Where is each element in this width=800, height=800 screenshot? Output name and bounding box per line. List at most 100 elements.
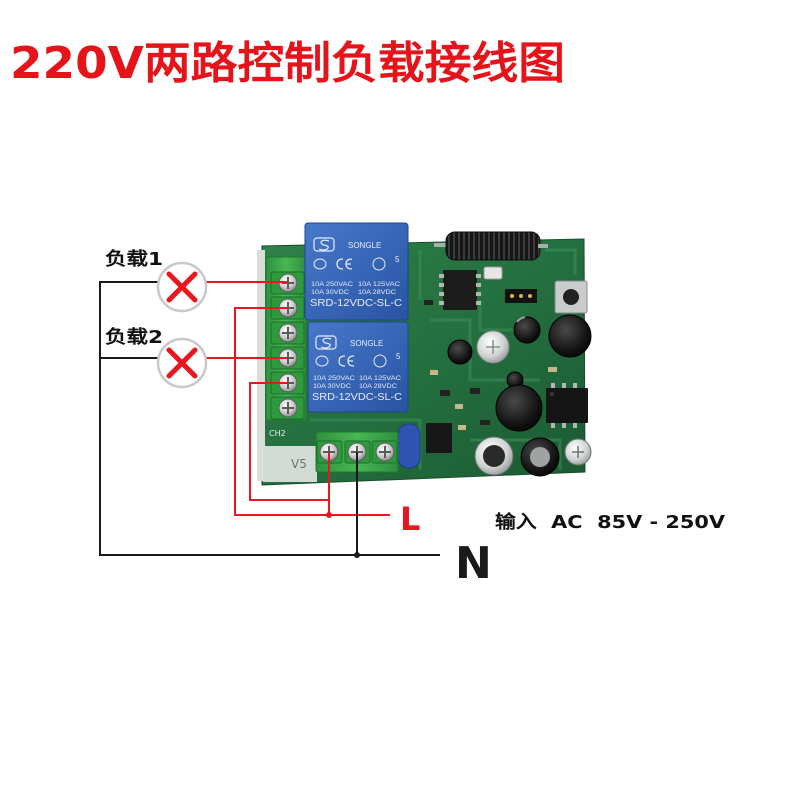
silkscreen-version-label: V5 xyxy=(291,457,307,471)
relay-rating-ac-2: 10A 125VAC xyxy=(358,281,400,288)
trace xyxy=(545,248,577,275)
ul-mark-icon xyxy=(372,257,386,271)
relay-logo-icon xyxy=(315,335,337,350)
smd-part xyxy=(480,420,490,425)
capacitor-vent xyxy=(572,446,584,458)
load-1-label: 负载1 xyxy=(105,248,163,270)
silkscreen-channel-label: CH2 xyxy=(269,429,286,438)
board-edge-strip xyxy=(257,250,265,481)
load-2-label: 负载2 xyxy=(105,326,163,348)
relay-module-board: CH2 V5 SONGLE 5 10A 250VAC 10A 125VAC 10… xyxy=(257,222,592,486)
cqc-mark-icon xyxy=(313,258,327,270)
relay-1: SONGLE 5 10A 250VAC 10A 125VAC 10A 30VDC… xyxy=(304,222,409,321)
relay-2: SONGLE 5 10A 250VAC 10A 125VAC 10A 30VDC… xyxy=(307,321,409,413)
terminal-position xyxy=(270,396,305,420)
header-pin xyxy=(510,294,514,298)
terminal-position xyxy=(270,321,305,345)
smd-part xyxy=(470,388,480,394)
cqc-mark-icon xyxy=(315,355,329,367)
antenna-coil xyxy=(434,231,548,261)
power-ic xyxy=(546,383,588,428)
relay-rating-dc-1: 10A 30VDC xyxy=(313,383,351,390)
learn-button xyxy=(554,280,588,314)
smd-components xyxy=(424,300,557,430)
crystal xyxy=(483,266,503,280)
antenna-wire xyxy=(434,243,448,247)
lamp-cross xyxy=(166,271,198,303)
chip-pin xyxy=(476,301,481,305)
chip-pin xyxy=(439,283,444,287)
smd-part xyxy=(548,367,557,372)
relay-rating-ac-1: 10A 250VAC xyxy=(313,375,355,382)
button-cap xyxy=(563,289,579,305)
live-label: L xyxy=(400,500,420,538)
live-wires xyxy=(206,281,390,516)
chip-body xyxy=(443,270,477,310)
relay-rating-dc-2: 10A 28VDC xyxy=(358,289,396,296)
relay-rating-dc-2: 10A 28VDC xyxy=(359,383,397,390)
smd-part xyxy=(458,425,466,430)
relay-cert-mark: 5 xyxy=(396,352,401,361)
pin-header xyxy=(505,289,537,303)
relay-model: SRD-12VDC-SL-C xyxy=(312,391,402,403)
electrolytic-capacitor xyxy=(513,316,541,344)
transistor xyxy=(426,423,452,453)
smd-part xyxy=(455,404,463,409)
capacitor-top xyxy=(530,447,550,467)
relay-rating-ac-1: 10A 250VAC xyxy=(311,281,353,288)
load-1-lamp-icon xyxy=(156,261,208,313)
relay-logo-s-icon xyxy=(320,337,332,349)
ic-dot xyxy=(550,392,554,396)
chip-pin xyxy=(439,274,444,278)
silkscreen-area xyxy=(263,446,317,482)
wire-neutral-bus xyxy=(99,281,440,556)
relay-logo-s-icon xyxy=(318,239,330,251)
terminal-position xyxy=(371,440,398,464)
lamp-cross xyxy=(166,347,198,379)
chip-pin xyxy=(476,274,481,278)
live-junction-dot xyxy=(326,512,332,518)
ic-pin xyxy=(573,383,577,388)
filter-inductor xyxy=(495,384,543,432)
ce-mark-icon xyxy=(336,258,353,270)
ic-pin xyxy=(551,383,555,388)
header-pin xyxy=(528,294,532,298)
screw-slot xyxy=(379,446,391,458)
chip-pin xyxy=(439,301,444,305)
smd-part xyxy=(440,390,450,396)
relay-body xyxy=(307,321,409,413)
smd-part xyxy=(430,370,438,375)
ul-mark-icon xyxy=(373,354,387,368)
antenna-wire xyxy=(538,244,548,248)
relay-rating-ac-2: 10A 125VAC xyxy=(359,375,401,382)
smd-part xyxy=(424,300,433,305)
capacitor-stripe xyxy=(516,316,526,323)
screw-slot xyxy=(282,327,294,339)
chip-pin xyxy=(476,283,481,287)
decoder-chip xyxy=(439,270,481,310)
relay-logo-icon xyxy=(313,237,335,252)
ic-pin xyxy=(562,423,566,428)
wire-relay1-common-to-live xyxy=(234,307,390,516)
ic-pin xyxy=(573,423,577,428)
relay-rating-dc-1: 10A 30VDC xyxy=(311,289,349,296)
chip-pin xyxy=(439,292,444,296)
small-capacitor xyxy=(447,339,473,365)
relay-cert-mark: 5 xyxy=(395,255,400,264)
ic-body xyxy=(546,388,588,423)
neutral-wires xyxy=(99,281,440,556)
diagram-title: 220V两路控制负载接线图 xyxy=(10,38,565,89)
x-capacitor xyxy=(397,423,421,469)
ce-mark-icon xyxy=(338,355,355,367)
capacitor-top xyxy=(483,445,505,467)
relay-model: SRD-12VDC-SL-C xyxy=(310,297,402,309)
screw-slot xyxy=(282,402,294,414)
header-pin xyxy=(519,294,523,298)
neutral-label: N xyxy=(455,538,492,589)
capacitor-vent xyxy=(486,340,500,354)
relay-brand: SONGLE xyxy=(348,241,381,250)
ic-pin xyxy=(551,423,555,428)
output-terminal-block xyxy=(265,256,307,421)
neutral-junction-dot xyxy=(354,552,360,558)
